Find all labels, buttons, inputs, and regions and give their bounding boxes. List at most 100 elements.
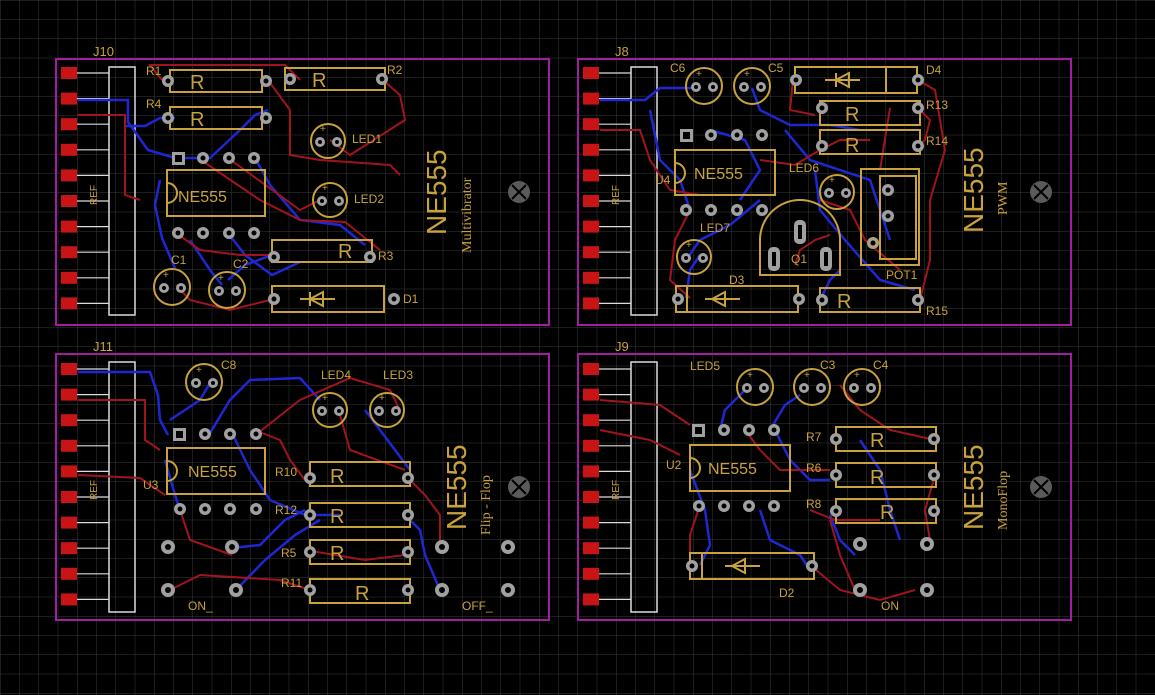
board-subtitle: Flip - Flop xyxy=(479,475,494,535)
resistor-symbol: R xyxy=(190,72,204,94)
smd-pad xyxy=(583,516,599,529)
board-pwm: J8 REF + xyxy=(577,44,1072,326)
smd-pad xyxy=(61,92,77,105)
smd-pad xyxy=(61,516,77,529)
label-off: OFF_ xyxy=(462,599,493,613)
connector-label: J10 xyxy=(93,44,114,59)
connector-label: J11 xyxy=(93,339,113,354)
smd-pad xyxy=(61,246,77,259)
smd-pad xyxy=(61,593,77,606)
label-r2: R2 xyxy=(387,63,403,77)
smd-pad xyxy=(583,542,599,555)
board-title: NE555 xyxy=(421,149,452,235)
resistor-r8: R xyxy=(830,498,940,524)
mounting-hole xyxy=(1030,476,1052,498)
label-c1: C1 xyxy=(171,253,187,267)
ic-label: NE555 xyxy=(188,464,237,481)
label-r10: R10 xyxy=(275,465,297,479)
svg-text:+: + xyxy=(320,124,326,135)
smd-pad xyxy=(61,143,77,156)
smd-pad xyxy=(583,465,599,478)
label-r7: R7 xyxy=(806,430,822,444)
resistor-r11: R xyxy=(304,578,414,605)
board-subtitle: Multivibrator xyxy=(460,177,475,253)
svg-text:+: + xyxy=(854,370,860,381)
label-q1: Q1 xyxy=(791,252,807,266)
board-title: NE555 xyxy=(958,444,989,530)
label-u2: U2 xyxy=(666,458,682,472)
led-led5: + xyxy=(736,368,774,406)
potentiometer-pot1 xyxy=(860,168,920,266)
resistor-symbol: R xyxy=(355,583,369,605)
label-led5: LED5 xyxy=(690,359,720,373)
label-r8: R8 xyxy=(806,497,822,511)
smd-pad xyxy=(583,195,599,207)
board-outline xyxy=(577,353,1072,621)
resistor-symbol: R xyxy=(845,135,859,157)
connector-j10: J10 REF xyxy=(61,44,136,316)
resistor-r1: R xyxy=(162,69,272,94)
resistor-r3: R xyxy=(268,239,376,263)
svg-text:+: + xyxy=(829,175,835,186)
label-r13: R13 xyxy=(926,98,948,112)
capacitor-c6: + xyxy=(685,67,723,105)
svg-text:+: + xyxy=(696,69,702,80)
smd-pad xyxy=(583,593,599,606)
ref-label: REF xyxy=(611,480,622,500)
svg-text:+: + xyxy=(686,240,692,251)
led-led2: + xyxy=(312,182,348,218)
label-pot1: POT1 xyxy=(886,268,918,282)
svg-text:+: + xyxy=(379,393,385,404)
smd-pad xyxy=(61,542,77,555)
label-d3: D3 xyxy=(729,273,745,287)
label-c2: C2 xyxy=(233,257,249,271)
ic-ne555-multivibrator: NE555 xyxy=(166,152,266,239)
board-title: NE555 xyxy=(958,147,989,233)
smd-pad xyxy=(583,92,599,105)
diode-d3 xyxy=(672,285,805,313)
board-flip-flop: J11 REF + xyxy=(55,339,550,621)
label-led6: LED6 xyxy=(789,161,819,175)
smd-pad xyxy=(583,118,599,131)
svg-text:+: + xyxy=(218,273,224,284)
smd-pad xyxy=(583,246,599,259)
resistor-r5: R xyxy=(304,539,414,565)
label-on: ON xyxy=(881,599,899,613)
board-outline xyxy=(577,58,1072,326)
resistor-r15: R xyxy=(816,287,924,313)
mounting-hole xyxy=(1030,181,1052,203)
label-led7: LED7 xyxy=(700,221,730,235)
svg-text:+: + xyxy=(322,183,328,194)
smd-pad xyxy=(583,297,599,310)
led-led1: + xyxy=(310,123,346,159)
connector-label: J9 xyxy=(615,339,629,354)
smd-pad xyxy=(583,220,599,233)
smd-pad xyxy=(61,195,77,207)
label-r4: R4 xyxy=(146,97,162,111)
resistor-symbol: R xyxy=(312,70,326,92)
connector-label: J8 xyxy=(615,44,629,59)
capacitor-c5: + xyxy=(733,67,771,105)
resistor-symbol: R xyxy=(330,543,344,565)
label-d2: D2 xyxy=(779,586,795,600)
led-led6: + xyxy=(819,174,855,210)
resistor-symbol: R xyxy=(837,291,851,313)
smd-pad xyxy=(583,169,599,182)
smd-pad xyxy=(583,143,599,156)
diode-d1 xyxy=(268,285,400,313)
smd-pad xyxy=(583,414,599,427)
label-led1: LED1 xyxy=(352,132,382,146)
resistor-symbol: R xyxy=(190,109,204,131)
smd-pad xyxy=(61,465,77,478)
label-r12: R12 xyxy=(275,503,297,517)
board-outline xyxy=(55,58,550,326)
label-c4: C4 xyxy=(873,358,889,372)
svg-text:+: + xyxy=(804,370,810,381)
board-title: NE555 xyxy=(441,444,472,530)
led-led3: + xyxy=(369,392,405,428)
board-subtitle: MonoFlop xyxy=(996,471,1011,530)
label-r5: R5 xyxy=(281,546,297,560)
smd-pad xyxy=(583,491,599,503)
mounting-hole xyxy=(508,476,530,498)
ic-label: NE555 xyxy=(694,166,743,183)
